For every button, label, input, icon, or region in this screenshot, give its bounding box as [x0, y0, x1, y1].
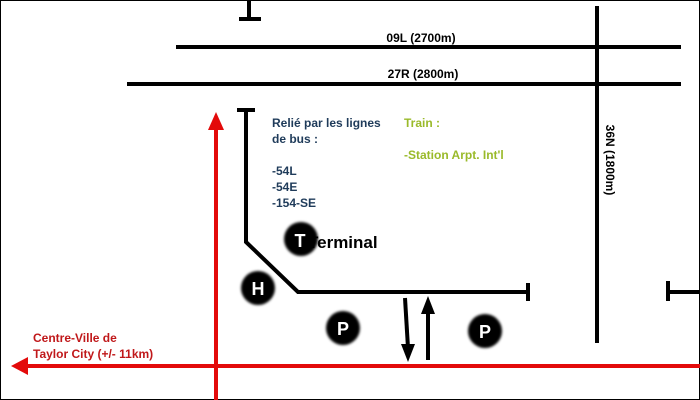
arrow-left-icon	[11, 357, 28, 375]
runway-36n-label: 36N (1800m)	[603, 125, 617, 196]
terminal-taxiway	[237, 108, 530, 301]
city-label-line1: Centre-Ville de	[33, 331, 117, 345]
terminal-label: Terminal	[308, 233, 378, 252]
bus-line: -54L	[272, 164, 297, 178]
parking-marker-left: P	[326, 311, 360, 345]
svg-text:P: P	[479, 322, 491, 342]
parking-marker-right: P	[468, 314, 502, 348]
bus-title-line2: de bus :	[272, 132, 318, 146]
svg-text:H: H	[252, 279, 265, 299]
exit-arrow-up-icon	[421, 296, 435, 360]
arrow-up-icon	[208, 112, 224, 130]
entry-arrow-down-icon	[401, 297, 415, 362]
svg-text:T: T	[295, 231, 306, 251]
right-taxiway-stub	[666, 281, 700, 301]
top-taxiway-end	[239, 0, 261, 21]
svg-text:P: P	[337, 319, 349, 339]
train-title: Train :	[404, 116, 440, 130]
train-station: -Station Arpt. Int'l	[404, 148, 504, 162]
highway-to-city	[11, 357, 700, 375]
heliport-marker: H	[241, 271, 275, 305]
city-label-line2: Taylor City (+/- 11km)	[33, 347, 153, 361]
runway-09l-label: 09L (2700m)	[386, 31, 455, 45]
runway-27r-label: 27R (2800m)	[388, 67, 459, 81]
bus-title-line1: Relié par les lignes	[272, 116, 381, 130]
access-road-vertical	[208, 112, 224, 400]
terminal-marker: T	[284, 222, 318, 256]
bus-line: -154-SE	[272, 196, 316, 210]
bus-line: -54E	[272, 180, 297, 194]
